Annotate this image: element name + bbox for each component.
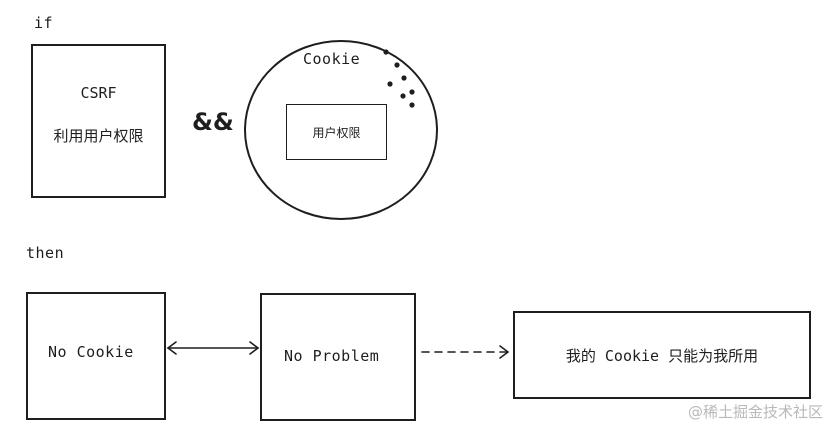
and-operator: && — [192, 108, 234, 136]
csrf-subtitle: 利用用户权限 — [53, 127, 144, 145]
no-cookie-box: No Cookie — [26, 292, 166, 420]
permission-label: 用户权限 — [312, 125, 361, 140]
then-label: then — [26, 244, 65, 262]
cookie-circle — [244, 40, 438, 220]
dashed-arrow — [421, 345, 510, 359]
crumb-dot — [409, 102, 415, 108]
crumb-dot — [394, 62, 400, 68]
result-label: 我的 Cookie 只能为我所用 — [565, 346, 759, 365]
result-box: 我的 Cookie 只能为我所用 — [513, 311, 811, 399]
bidirectional-arrow — [166, 341, 260, 355]
no-problem-box: No Problem — [260, 293, 416, 421]
watermark: @稀土掘金技术社区 — [687, 403, 823, 421]
cookie-crumbs — [383, 49, 415, 108]
csrf-title: CSRF — [80, 84, 117, 102]
no-cookie-label: No Cookie — [48, 343, 134, 361]
crumb-dot — [383, 49, 389, 55]
crumb-dot — [409, 89, 415, 95]
crumb-dot — [400, 93, 406, 99]
cookie-title: Cookie — [303, 50, 361, 68]
no-problem-label: No Problem — [284, 347, 380, 365]
crumb-dot — [401, 75, 407, 81]
crumb-dot — [387, 81, 393, 87]
if-label: if — [34, 14, 54, 32]
csrf-box: CSRF 利用用户权限 — [31, 44, 166, 198]
permission-box: 用户权限 — [286, 104, 387, 160]
